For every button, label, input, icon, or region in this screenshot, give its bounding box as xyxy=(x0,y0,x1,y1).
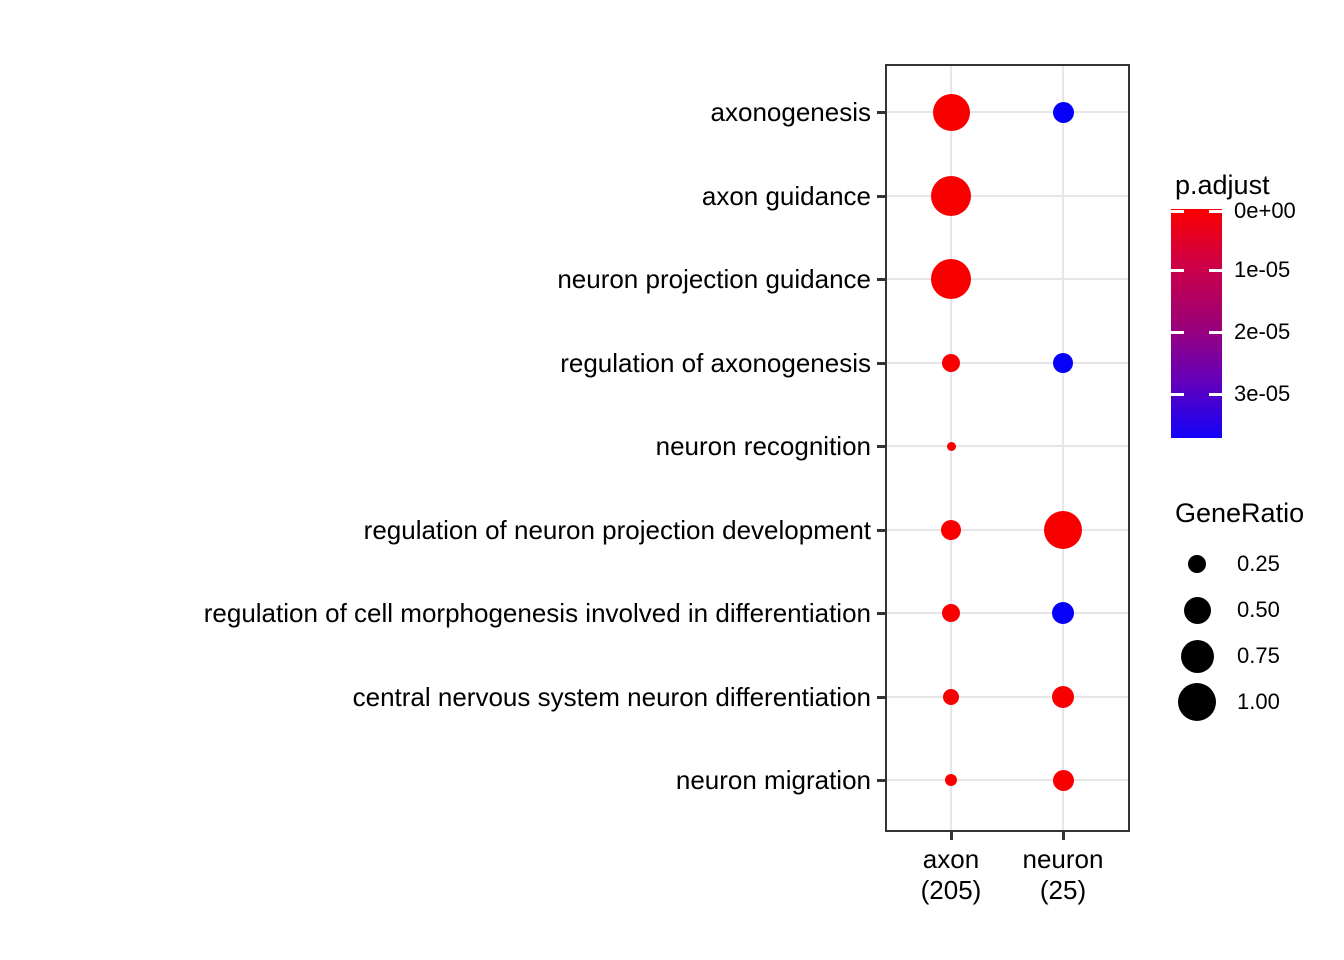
y-axis-tick xyxy=(877,278,885,281)
grid-line-horizontal xyxy=(887,111,1128,113)
data-point xyxy=(1052,101,1074,123)
cluster-name: neuron xyxy=(1022,844,1104,874)
color-legend-tick-label: 0e+00 xyxy=(1234,198,1296,223)
y-axis-tick xyxy=(877,111,885,114)
grid-line-vertical xyxy=(1062,66,1064,830)
data-point xyxy=(931,259,971,299)
color-legend-title: p.adjust xyxy=(1175,170,1270,200)
y-axis-tick xyxy=(877,362,885,365)
x-axis-label: axon(205) xyxy=(861,844,1041,906)
y-axis-label: neuron recognition xyxy=(655,431,871,461)
x-axis-tick xyxy=(950,832,953,840)
y-axis-label: axon guidance xyxy=(701,181,871,211)
y-axis-label: neuron projection guidance xyxy=(557,264,871,294)
y-axis-label: regulation of axonogenesis xyxy=(560,348,871,378)
data-point xyxy=(932,93,970,131)
color-legend-tick-left xyxy=(1171,269,1184,272)
data-point xyxy=(1052,602,1074,624)
color-legend-gradient-bar xyxy=(1171,209,1222,438)
y-axis-tick xyxy=(877,445,885,448)
color-legend-tick-label: 3e-05 xyxy=(1234,381,1291,406)
cluster-gene-count: (25) xyxy=(1039,875,1087,905)
color-legend-tick-label: 2e-05 xyxy=(1234,319,1291,344)
y-axis-tick xyxy=(877,696,885,699)
x-axis-label: neuron(25) xyxy=(973,844,1153,906)
size-legend-key-dot xyxy=(1180,639,1214,673)
y-axis-tick xyxy=(877,612,885,615)
grid-line-horizontal xyxy=(887,362,1128,364)
size-legend-title: GeneRatio xyxy=(1175,498,1305,528)
size-legend-key-dot xyxy=(1183,596,1211,624)
size-legend-key-label: 1.00 xyxy=(1237,689,1280,714)
size-legend-key-dot xyxy=(1188,555,1206,573)
plot-panel xyxy=(885,64,1130,832)
x-axis-tick xyxy=(1062,832,1065,840)
y-axis-tick xyxy=(877,529,885,532)
data-point xyxy=(1044,511,1082,549)
data-point xyxy=(943,689,959,705)
cluster-gene-count: (205) xyxy=(920,875,982,905)
grid-line-horizontal xyxy=(887,612,1128,614)
color-legend-tick-right xyxy=(1209,269,1222,272)
grid-line-horizontal xyxy=(887,278,1128,280)
data-point xyxy=(946,441,956,451)
size-legend-key-label: 0.50 xyxy=(1237,597,1280,622)
grid-line-horizontal xyxy=(887,696,1128,698)
y-axis-label: central nervous system neuron differenti… xyxy=(352,682,871,712)
data-point xyxy=(1053,353,1073,373)
data-point xyxy=(942,354,960,372)
y-axis-label: regulation of neuron projection developm… xyxy=(363,515,871,545)
grid-line-horizontal xyxy=(887,445,1128,447)
data-point xyxy=(1052,686,1074,708)
color-legend-tick-left xyxy=(1171,393,1184,396)
color-legend-tick-left xyxy=(1171,210,1184,213)
size-legend-key-label: 0.75 xyxy=(1237,643,1280,668)
data-point xyxy=(945,774,957,786)
grid-line-horizontal xyxy=(887,779,1128,781)
color-legend-tick-right xyxy=(1209,393,1222,396)
color-legend-tick-right xyxy=(1209,210,1222,213)
y-axis-tick xyxy=(877,195,885,198)
data-point xyxy=(942,604,960,622)
cluster-name: axon xyxy=(922,844,980,874)
grid-line-horizontal xyxy=(887,529,1128,531)
data-point xyxy=(941,520,961,540)
color-legend-tick-label: 1e-05 xyxy=(1234,257,1291,282)
size-legend-key-label: 0.25 xyxy=(1237,551,1280,576)
y-axis-label: axonogenesis xyxy=(710,97,871,127)
y-axis-label: regulation of cell morphogenesis involve… xyxy=(203,598,871,628)
data-point xyxy=(931,176,971,216)
grid-line-horizontal xyxy=(887,195,1128,197)
y-axis-label: neuron migration xyxy=(675,765,871,795)
y-axis-tick xyxy=(877,779,885,782)
data-point xyxy=(1052,769,1074,791)
color-legend-tick-right xyxy=(1209,331,1222,334)
size-legend-key-dot xyxy=(1178,683,1216,721)
color-legend-tick-left xyxy=(1171,331,1184,334)
